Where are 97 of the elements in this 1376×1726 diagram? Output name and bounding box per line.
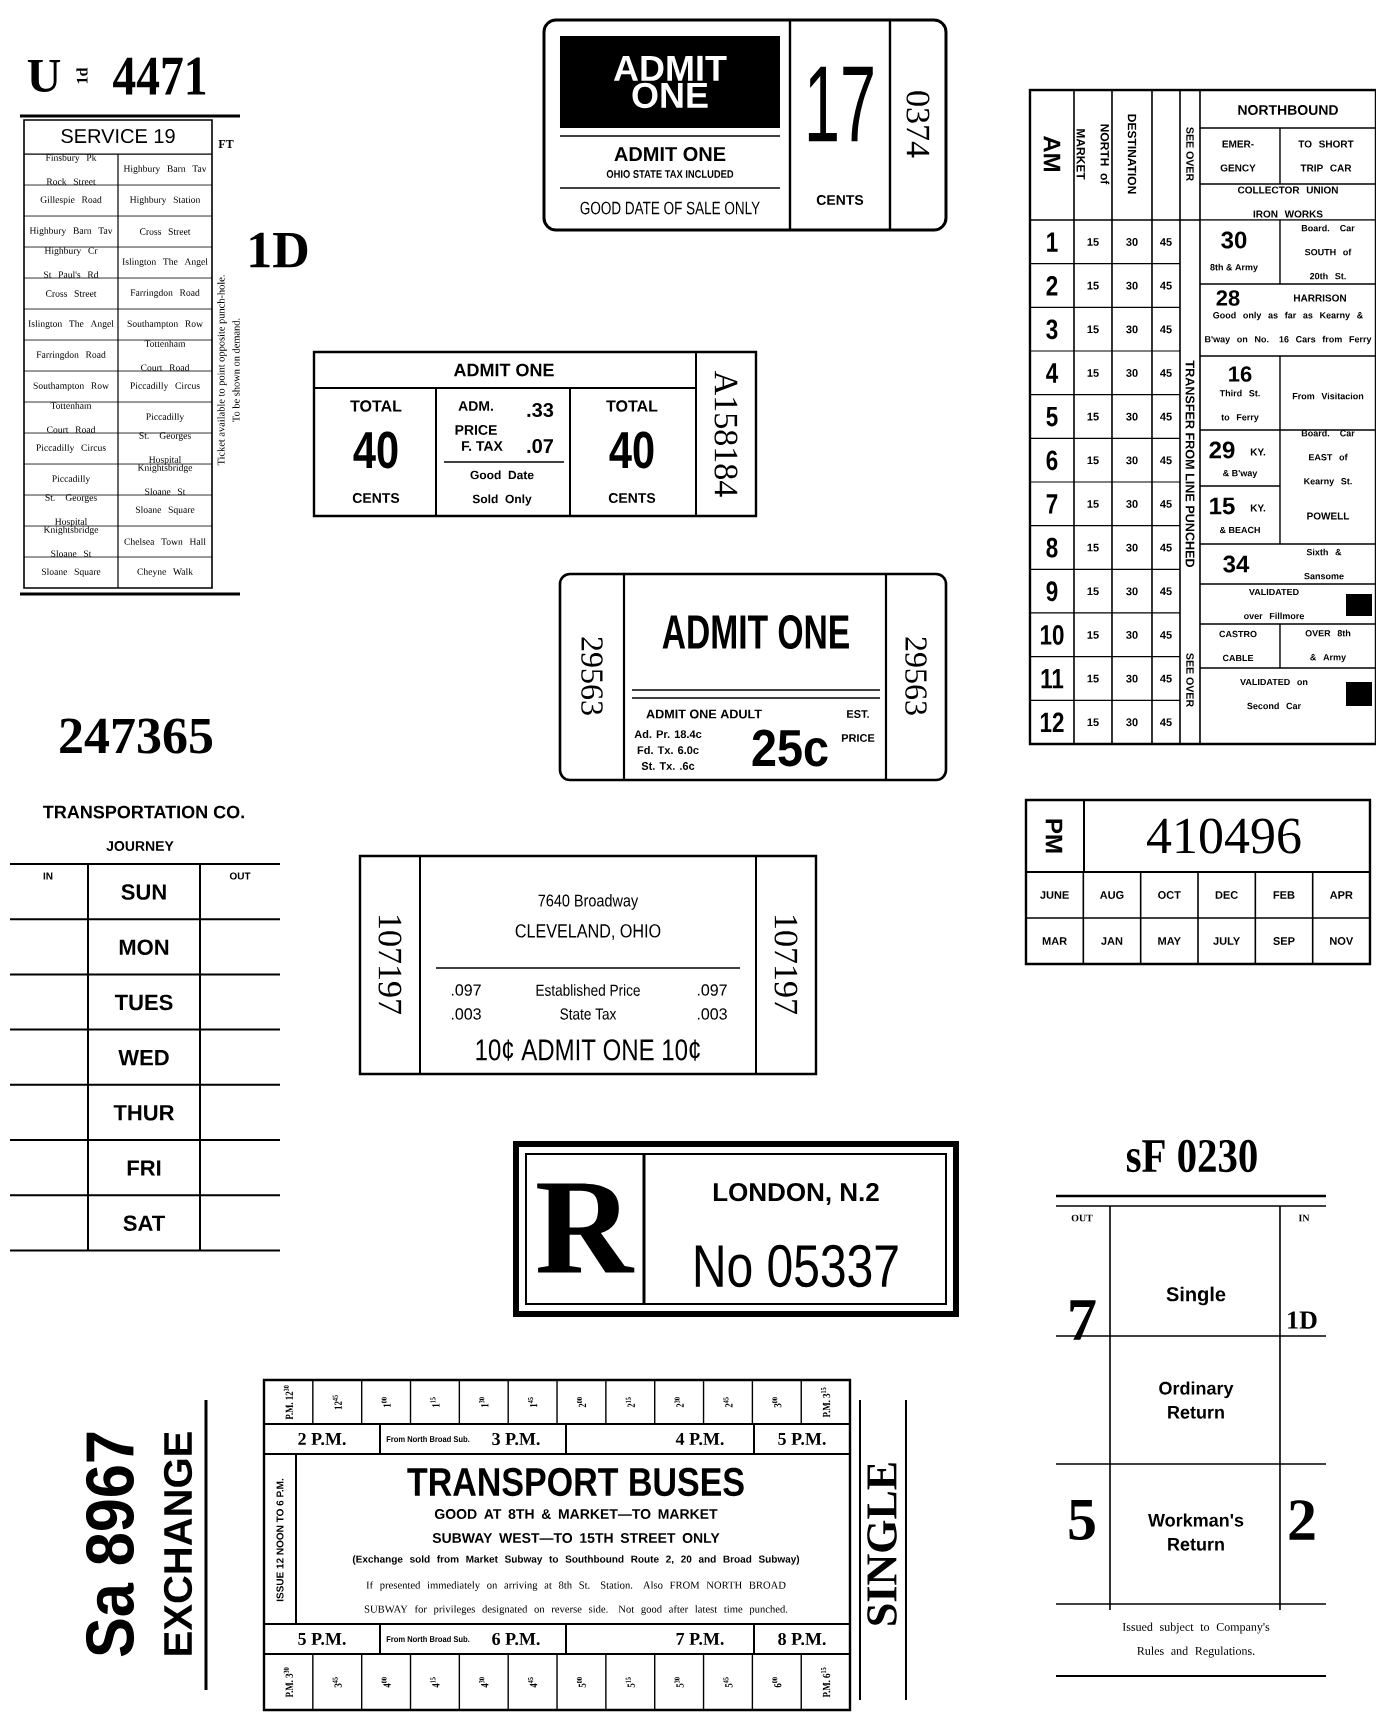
- serial-number: 410496: [1147, 818, 1301, 854]
- ticket-text: 2 P.M.: [298, 1432, 346, 1446]
- price-figure: 25c: [752, 729, 828, 767]
- serial-number: No 05337: [695, 1244, 898, 1288]
- ticket-text: 29: [1209, 441, 1235, 459]
- ticket: [1028, 88, 1376, 746]
- table-cell: WED: [118, 1050, 169, 1066]
- table-cell: 4: [1046, 363, 1059, 383]
- serial-number: sF 0230: [1126, 1139, 1257, 1173]
- ticket: [1024, 798, 1372, 966]
- ticket: [513, 1141, 959, 1317]
- price-figure: 40: [353, 431, 398, 469]
- ticket: [358, 854, 818, 1076]
- ticket-text: .003: [451, 1008, 481, 1020]
- ticket: [1055, 1139, 1327, 1677]
- ticket-text: .07: [527, 438, 554, 454]
- route-heading: SERVICE 19: [61, 128, 175, 144]
- ticket-text: TRANSPORTATION CO.: [43, 805, 244, 819]
- fare-figure: 1D: [250, 232, 308, 268]
- ticket-text: 5 P.M.: [778, 1433, 826, 1446]
- table-cell: THUR: [113, 1105, 175, 1121]
- table-cell: 9: [1046, 581, 1058, 602]
- ticket-text: TOTAL: [606, 400, 658, 412]
- ticket: [542, 18, 948, 232]
- ticket-text: State Tax: [560, 1008, 617, 1020]
- table-cell: 3: [1046, 319, 1058, 340]
- serial-number: 247365: [60, 718, 213, 754]
- ticket: [9, 718, 281, 1252]
- fare-figure: 7: [1070, 1300, 1096, 1340]
- serial-number: 4471: [113, 57, 206, 95]
- ticket-text: TOTAL: [350, 400, 402, 412]
- ticket-text: GOOD DATE OF SALE ONLY: [580, 201, 760, 215]
- ticket-text: SINGLE: [867, 1463, 897, 1625]
- fare-figure: 2: [1289, 1500, 1315, 1540]
- fare-figure: 5: [1069, 1500, 1095, 1540]
- table-cell: MON: [119, 939, 169, 955]
- ticket-text: Workman's Return: [1148, 1513, 1244, 1551]
- ticket-text: 4 P.M.: [675, 1432, 724, 1446]
- ticket-text: 34: [1223, 555, 1250, 573]
- ticket-text: Ordinary Return: [1159, 1381, 1234, 1419]
- table-cell: FRI: [127, 1160, 161, 1176]
- ticket-text: Established Price: [536, 984, 640, 996]
- ticket-text: CLEVELAND, OHIO: [515, 924, 661, 940]
- serial-number: Sa 8967: [85, 1432, 135, 1657]
- ticket-heading: TRANSPORT BUSES: [407, 1467, 744, 1497]
- ticket-text: ADMIT ONE: [614, 146, 726, 162]
- ticket: [85, 1378, 907, 1712]
- table-cell: 8: [1046, 537, 1058, 558]
- registration-letter: R: [537, 1183, 635, 1273]
- ticket-text: .33: [527, 402, 554, 418]
- ticket-text: ADMIT ONE: [453, 363, 554, 377]
- ticket: [20, 57, 308, 596]
- ticket-text: 10¢ ADMIT ONE 10¢: [476, 1039, 700, 1061]
- ticket-text: PM: [1045, 819, 1063, 853]
- table-cell: TUES: [114, 994, 173, 1011]
- table-cell: 12: [1040, 712, 1064, 733]
- fare-figure: 1D: [1288, 1311, 1317, 1329]
- ticket-text: 15: [1210, 497, 1235, 515]
- price-figure: 40: [609, 431, 654, 469]
- ticket-text: 16: [1229, 366, 1252, 382]
- ticket: [312, 350, 758, 518]
- ticket-text: 30: [1221, 231, 1247, 249]
- ticket-text: Single: [1166, 1286, 1226, 1306]
- table-cell: SAT: [123, 1215, 165, 1231]
- ticket: [558, 572, 948, 782]
- ticket-text: LONDON, N.2: [713, 1182, 879, 1206]
- serial-number: 107197: [774, 916, 798, 1015]
- banner-text: ADMIT ONE: [662, 615, 849, 649]
- ticket-text: 6 P.M.: [492, 1632, 540, 1646]
- ticket-text: .097: [697, 984, 727, 996]
- ticket-text: .097: [451, 984, 481, 996]
- ticket-text: 7640 Broadway: [538, 894, 639, 910]
- ticket-text: AM: [1043, 135, 1061, 172]
- price-figure: 17: [808, 66, 873, 142]
- banner-text: ADMIT ONE: [613, 55, 727, 109]
- ticket-text: 28: [1216, 290, 1240, 306]
- ticket-text: 7 P.M.: [676, 1633, 724, 1645]
- serial-number: 0374: [906, 91, 930, 158]
- ticket-text: 3 P.M.: [492, 1432, 540, 1446]
- ticket-text: 5 P.M.: [298, 1633, 346, 1645]
- table-cell: SUN: [121, 884, 166, 900]
- table-cell: 7: [1046, 494, 1058, 514]
- serial-number: 29563: [905, 637, 927, 715]
- fare-mark: 1d: [76, 67, 88, 84]
- ticket-text: 8 P.M.: [778, 1632, 826, 1646]
- serial-number: A158184: [714, 371, 738, 497]
- table-cell: 1: [1047, 232, 1058, 252]
- serial-number: 107197: [378, 916, 402, 1015]
- serial-letter: U: [27, 60, 61, 92]
- ticket-text: EXCHANGE: [163, 1432, 193, 1655]
- table-cell: 10: [1040, 625, 1064, 645]
- ticket-text: .003: [697, 1008, 727, 1020]
- table-cell: 6: [1046, 450, 1058, 471]
- table-cell: 2: [1046, 275, 1058, 296]
- table-cell: 11: [1041, 669, 1064, 689]
- table-cell: 5: [1046, 406, 1058, 427]
- serial-number: 29563: [581, 637, 603, 715]
